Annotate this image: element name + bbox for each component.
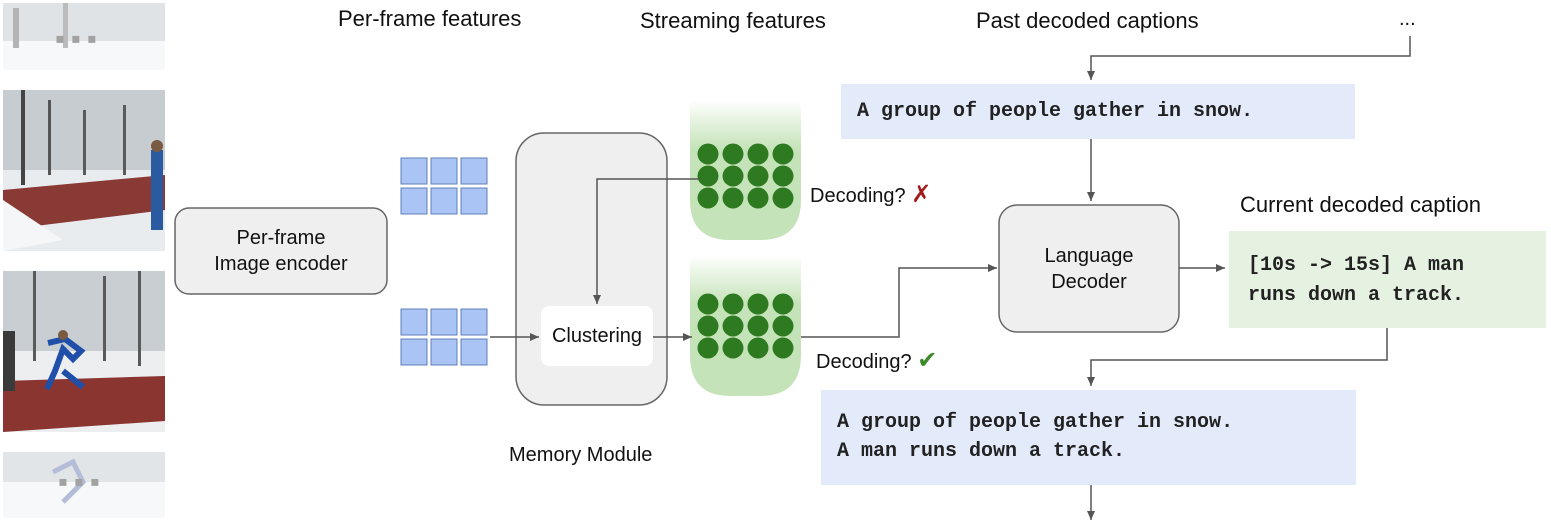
cluster-dot bbox=[772, 165, 794, 187]
clustering-box bbox=[541, 306, 653, 366]
streaming-band-bottom bbox=[690, 255, 801, 396]
video-frame-1 bbox=[3, 90, 165, 251]
cross-icon: ✗ bbox=[911, 181, 932, 208]
frame-image bbox=[3, 271, 165, 432]
current-caption-box bbox=[1229, 231, 1546, 328]
video-frame-faded-top: ▪▪▪ bbox=[3, 3, 165, 70]
cluster-dot bbox=[722, 337, 744, 359]
arrow-ellipsis-to-past bbox=[1087, 36, 1411, 80]
cluster-dot bbox=[747, 315, 769, 337]
video-frame-2 bbox=[3, 271, 165, 432]
feature-grid-bottom bbox=[400, 308, 488, 366]
arrow-current-to-accumulated bbox=[1087, 328, 1388, 386]
feature-square bbox=[460, 308, 488, 336]
feature-square bbox=[460, 187, 488, 215]
feature-square bbox=[400, 187, 428, 215]
past-decoded-captions-label: Past decoded captions bbox=[976, 8, 1199, 33]
cluster-dot bbox=[697, 165, 719, 187]
language-decoder-line2: Decoder bbox=[1051, 270, 1127, 293]
feature-square bbox=[400, 308, 428, 336]
language-decoder-line1: Language bbox=[1044, 244, 1134, 267]
cluster-dot bbox=[772, 315, 794, 337]
feature-square bbox=[430, 187, 458, 215]
feature-square bbox=[430, 157, 458, 185]
cluster-dot bbox=[772, 293, 794, 315]
check-icon: ✔ bbox=[917, 347, 938, 374]
feature-square bbox=[460, 338, 488, 366]
frame-image bbox=[3, 90, 165, 251]
cluster-dot bbox=[697, 143, 719, 165]
cluster-dot bbox=[747, 337, 769, 359]
decoding-no-text: Decoding? bbox=[810, 185, 906, 207]
cluster-dot bbox=[772, 337, 794, 359]
ellipsis-label: ... bbox=[1399, 8, 1416, 30]
cluster-dots-bottom bbox=[697, 293, 794, 359]
accumulated-caption-box bbox=[821, 390, 1356, 485]
cluster-dot bbox=[722, 143, 744, 165]
frame-dots: ▪▪▪ bbox=[55, 23, 103, 54]
decoding-yes-text: Decoding? bbox=[816, 351, 912, 373]
arrow-stream-to-decoder bbox=[801, 264, 997, 338]
feature-square bbox=[400, 338, 428, 366]
frame-dots: ▪▪▪ bbox=[58, 466, 106, 497]
streaming-band-top bbox=[690, 100, 801, 240]
feature-square bbox=[430, 308, 458, 336]
decoding-no-label: Decoding? ✗ bbox=[810, 180, 931, 209]
cluster-dot bbox=[722, 293, 744, 315]
past-caption-text: A group of people gather in snow. bbox=[857, 100, 1254, 123]
feature-square bbox=[460, 157, 488, 185]
memory-module-label: Memory Module bbox=[509, 444, 653, 466]
feature-square bbox=[400, 157, 428, 185]
cluster-dot bbox=[747, 187, 769, 209]
cluster-dot bbox=[722, 187, 744, 209]
past-caption-box bbox=[841, 84, 1355, 139]
accumulated-caption-line1: A group of people gather in snow. bbox=[837, 411, 1234, 434]
cluster-dot bbox=[772, 187, 794, 209]
cluster-dot bbox=[697, 315, 719, 337]
cluster-dot bbox=[747, 293, 769, 315]
cluster-dot bbox=[747, 143, 769, 165]
cluster-dots-top bbox=[697, 143, 794, 209]
arrow-stream-loop-to-clustering bbox=[593, 178, 700, 304]
cluster-dot bbox=[772, 143, 794, 165]
feature-grid-top bbox=[400, 157, 488, 215]
current-caption-line2: runs down a track. bbox=[1248, 284, 1465, 307]
image-encoder-line1: Per-frame bbox=[236, 227, 326, 249]
language-decoder-text: Language Decoder bbox=[999, 205, 1179, 332]
cluster-dot bbox=[697, 337, 719, 359]
image-encoder-text: Per-frame Image encoder bbox=[175, 208, 387, 294]
cluster-dot bbox=[697, 293, 719, 315]
feature-square bbox=[430, 338, 458, 366]
accumulated-caption-line2: A man runs down a track. bbox=[837, 440, 1126, 463]
cluster-dot bbox=[722, 165, 744, 187]
decoding-yes-label: Decoding? ✔ bbox=[816, 346, 937, 375]
video-frame-faded-bottom: ▪▪▪ bbox=[3, 452, 165, 518]
streaming-features-label: Streaming features bbox=[640, 8, 826, 33]
image-encoder-box bbox=[174, 207, 388, 295]
per-frame-features-label: Per-frame features bbox=[338, 6, 522, 31]
current-decoded-caption-label: Current decoded caption bbox=[1240, 192, 1481, 217]
current-caption-line1: [10s -> 15s] A man bbox=[1248, 254, 1465, 277]
cluster-dot bbox=[697, 187, 719, 209]
clustering-text: Clustering bbox=[551, 325, 643, 347]
frame-image bbox=[3, 452, 165, 518]
frame-image bbox=[3, 3, 165, 70]
image-encoder-line2: Image encoder bbox=[214, 253, 348, 275]
cluster-dot bbox=[747, 165, 769, 187]
cluster-dot bbox=[722, 315, 744, 337]
